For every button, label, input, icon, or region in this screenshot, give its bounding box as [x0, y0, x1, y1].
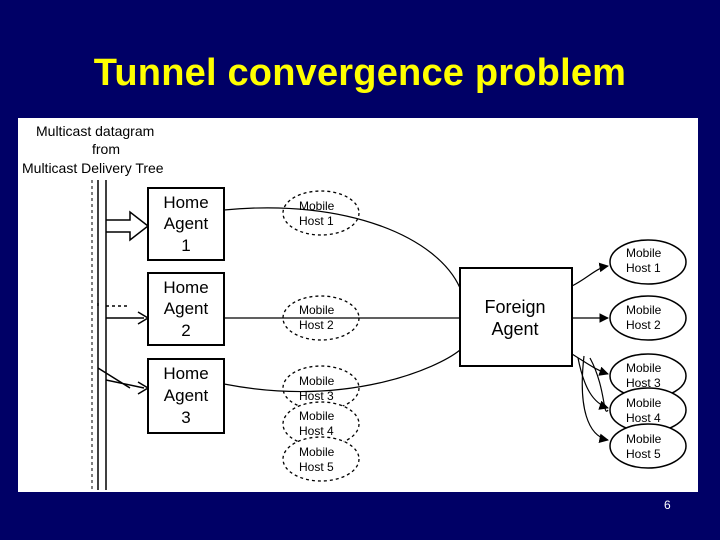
right-host-2-line-2: Host 2	[626, 318, 661, 332]
left-host-3-ellipse	[282, 365, 360, 411]
left-host-3-line-1: Mobile	[299, 374, 335, 388]
slide-title: Tunnel convergence problem	[93, 52, 627, 94]
right-host-3-line-2: Host 3	[626, 376, 661, 390]
home-agent-2-line-3: 2	[181, 321, 190, 340]
left-host-2-line-2: Host 2	[299, 318, 334, 332]
home-agent-1: Home Agent 1	[147, 187, 225, 261]
right-host-4-line-1: Mobile	[626, 396, 662, 410]
left-host-2-line-1: Mobile	[299, 303, 335, 317]
right-host-4-line-2: Host 4	[626, 411, 661, 425]
home-agent-3-line-3: 3	[181, 408, 190, 427]
left-host-4-line-1: Mobile	[299, 409, 335, 423]
foreign-agent-line-2: Agent	[491, 319, 538, 339]
left-host-4-ellipse	[282, 401, 360, 447]
right-host-3-line-1: Mobile	[626, 361, 662, 375]
foreign-agent: Foreign Agent	[459, 267, 573, 367]
home-agent-3: Home Agent 3	[147, 358, 225, 434]
left-host-4-line-2: Host 4	[299, 424, 334, 438]
right-host-2-line-1: Mobile	[626, 303, 662, 317]
home-agent-2: Home Agent 2	[147, 272, 225, 346]
home-agent-3-line-1: Home	[163, 364, 208, 383]
home-agent-3-line-2: Agent	[164, 386, 209, 405]
left-host-1-ellipse	[282, 190, 360, 236]
source-label-line-2: from	[92, 141, 120, 157]
delivery-tree-lines	[91, 180, 150, 490]
left-host-5-line-2: Host 5	[299, 460, 334, 474]
home-agent-1-line-2: Agent	[164, 214, 209, 233]
home-agent-1-line-3: 1	[181, 236, 190, 255]
home-agent-2-line-1: Home	[163, 278, 208, 297]
delivery-arrows	[571, 262, 609, 444]
tunnel-lines	[223, 207, 461, 392]
right-host-5-line-1: Mobile	[626, 432, 662, 446]
left-host-5-ellipse	[282, 436, 360, 482]
right-host-5-line-2: Host 5	[626, 447, 661, 461]
source-label-line-3: Multicast Delivery Tree	[22, 160, 164, 176]
left-host-3-line-2: Host 3	[299, 389, 334, 403]
right-host-5-ellipse	[609, 423, 687, 469]
source-label-line-1: Multicast datagram	[36, 123, 154, 139]
left-host-1-line-2: Host 1	[299, 214, 334, 228]
right-host-2-ellipse	[609, 295, 687, 341]
foreign-agent-line-1: Foreign	[484, 297, 545, 317]
right-host-1-line-2: Host 1	[626, 261, 661, 275]
right-host-1-ellipse	[609, 239, 687, 285]
left-host-labels: Mobile Host 1 Mobile Host 2 Mobile Host …	[299, 199, 335, 474]
home-agent-1-line-1: Home	[163, 193, 208, 212]
page-number: 6	[664, 498, 671, 512]
home-agent-2-line-2: Agent	[164, 299, 209, 318]
tunnel-convergence-diagram: Multicast datagram from Multicast Delive…	[18, 118, 698, 492]
right-host-labels: Mobile Host 1 Mobile Host 2 Mobile Host …	[626, 246, 662, 461]
right-host-1-line-1: Mobile	[626, 246, 662, 260]
left-host-5-line-1: Mobile	[299, 445, 335, 459]
